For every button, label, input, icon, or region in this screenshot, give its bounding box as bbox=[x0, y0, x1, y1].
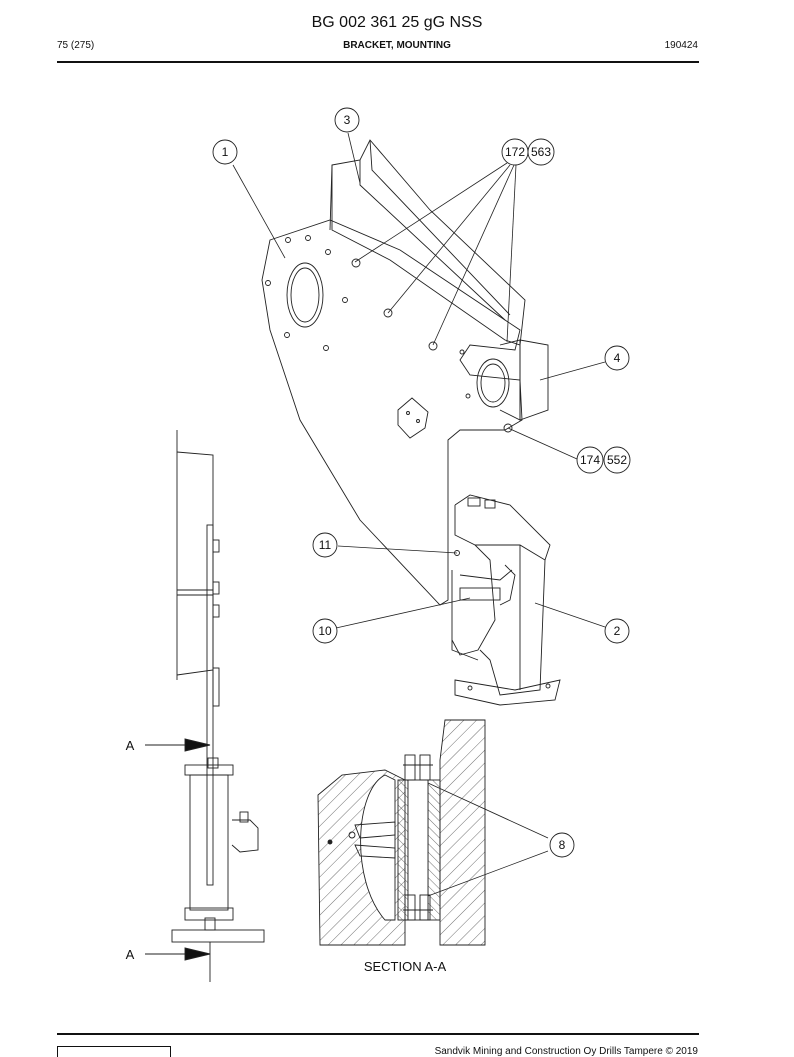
section-marker-bottom: A bbox=[126, 947, 135, 962]
bolts bbox=[351, 258, 513, 556]
footer-copyright: Sandvik Mining and Construction Oy Drill… bbox=[434, 1046, 698, 1057]
section-view bbox=[317, 719, 486, 946]
callout-8: 8 bbox=[559, 838, 566, 852]
document-subtitle: BRACKET, MOUNTING bbox=[343, 40, 451, 51]
callout-balloons bbox=[212, 107, 631, 858]
section-marker-top: A bbox=[126, 738, 135, 753]
pillar-2 bbox=[451, 494, 561, 706]
section-arrow-top bbox=[145, 738, 211, 752]
page-number: 75 (275) bbox=[57, 40, 95, 51]
upper-bracket bbox=[329, 139, 526, 346]
callout-10: 10 bbox=[318, 624, 332, 638]
callout-1: 1 bbox=[222, 145, 229, 159]
side-view bbox=[171, 430, 265, 982]
block-4 bbox=[476, 339, 549, 421]
callout-11: 11 bbox=[319, 538, 332, 552]
header-rule bbox=[57, 61, 699, 63]
callout-174: 174 bbox=[580, 453, 600, 467]
section-label: SECTION A-A bbox=[364, 959, 447, 974]
callout-172: 172 bbox=[505, 145, 525, 159]
document-date: 190424 bbox=[664, 40, 698, 51]
footer-rule bbox=[57, 1033, 699, 1035]
callout-4: 4 bbox=[614, 351, 621, 365]
main-bracket-plate bbox=[261, 219, 523, 606]
callout-563: 563 bbox=[531, 145, 551, 159]
leader-lines bbox=[232, 132, 606, 897]
company-logo bbox=[57, 1046, 171, 1057]
callout-552: 552 bbox=[607, 453, 627, 467]
callout-2: 2 bbox=[614, 624, 621, 638]
section-arrow-bottom bbox=[145, 947, 211, 961]
small-block bbox=[397, 397, 429, 439]
page-title: BG 002 361 25 gG NSS bbox=[311, 14, 483, 31]
callout-3: 3 bbox=[344, 113, 351, 127]
